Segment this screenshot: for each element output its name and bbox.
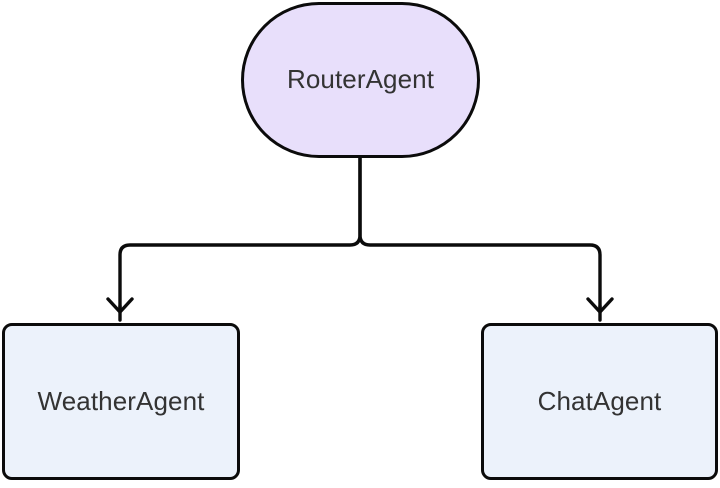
arrowhead-icon — [586, 297, 614, 314]
node-label-weather-agent: WeatherAgent — [37, 385, 205, 416]
node-router-agent[interactable]: RouterAgent — [241, 2, 480, 158]
node-chat-agent[interactable]: ChatAgent — [481, 323, 718, 480]
node-weather-agent[interactable]: WeatherAgent — [2, 323, 240, 480]
edge-router-to-chat — [358, 156, 614, 322]
node-label-chat-agent: ChatAgent — [537, 385, 662, 416]
edge-router-to-weather — [106, 156, 362, 322]
arrowhead-icon — [106, 297, 134, 314]
node-label-router-agent: RouterAgent — [286, 64, 435, 95]
